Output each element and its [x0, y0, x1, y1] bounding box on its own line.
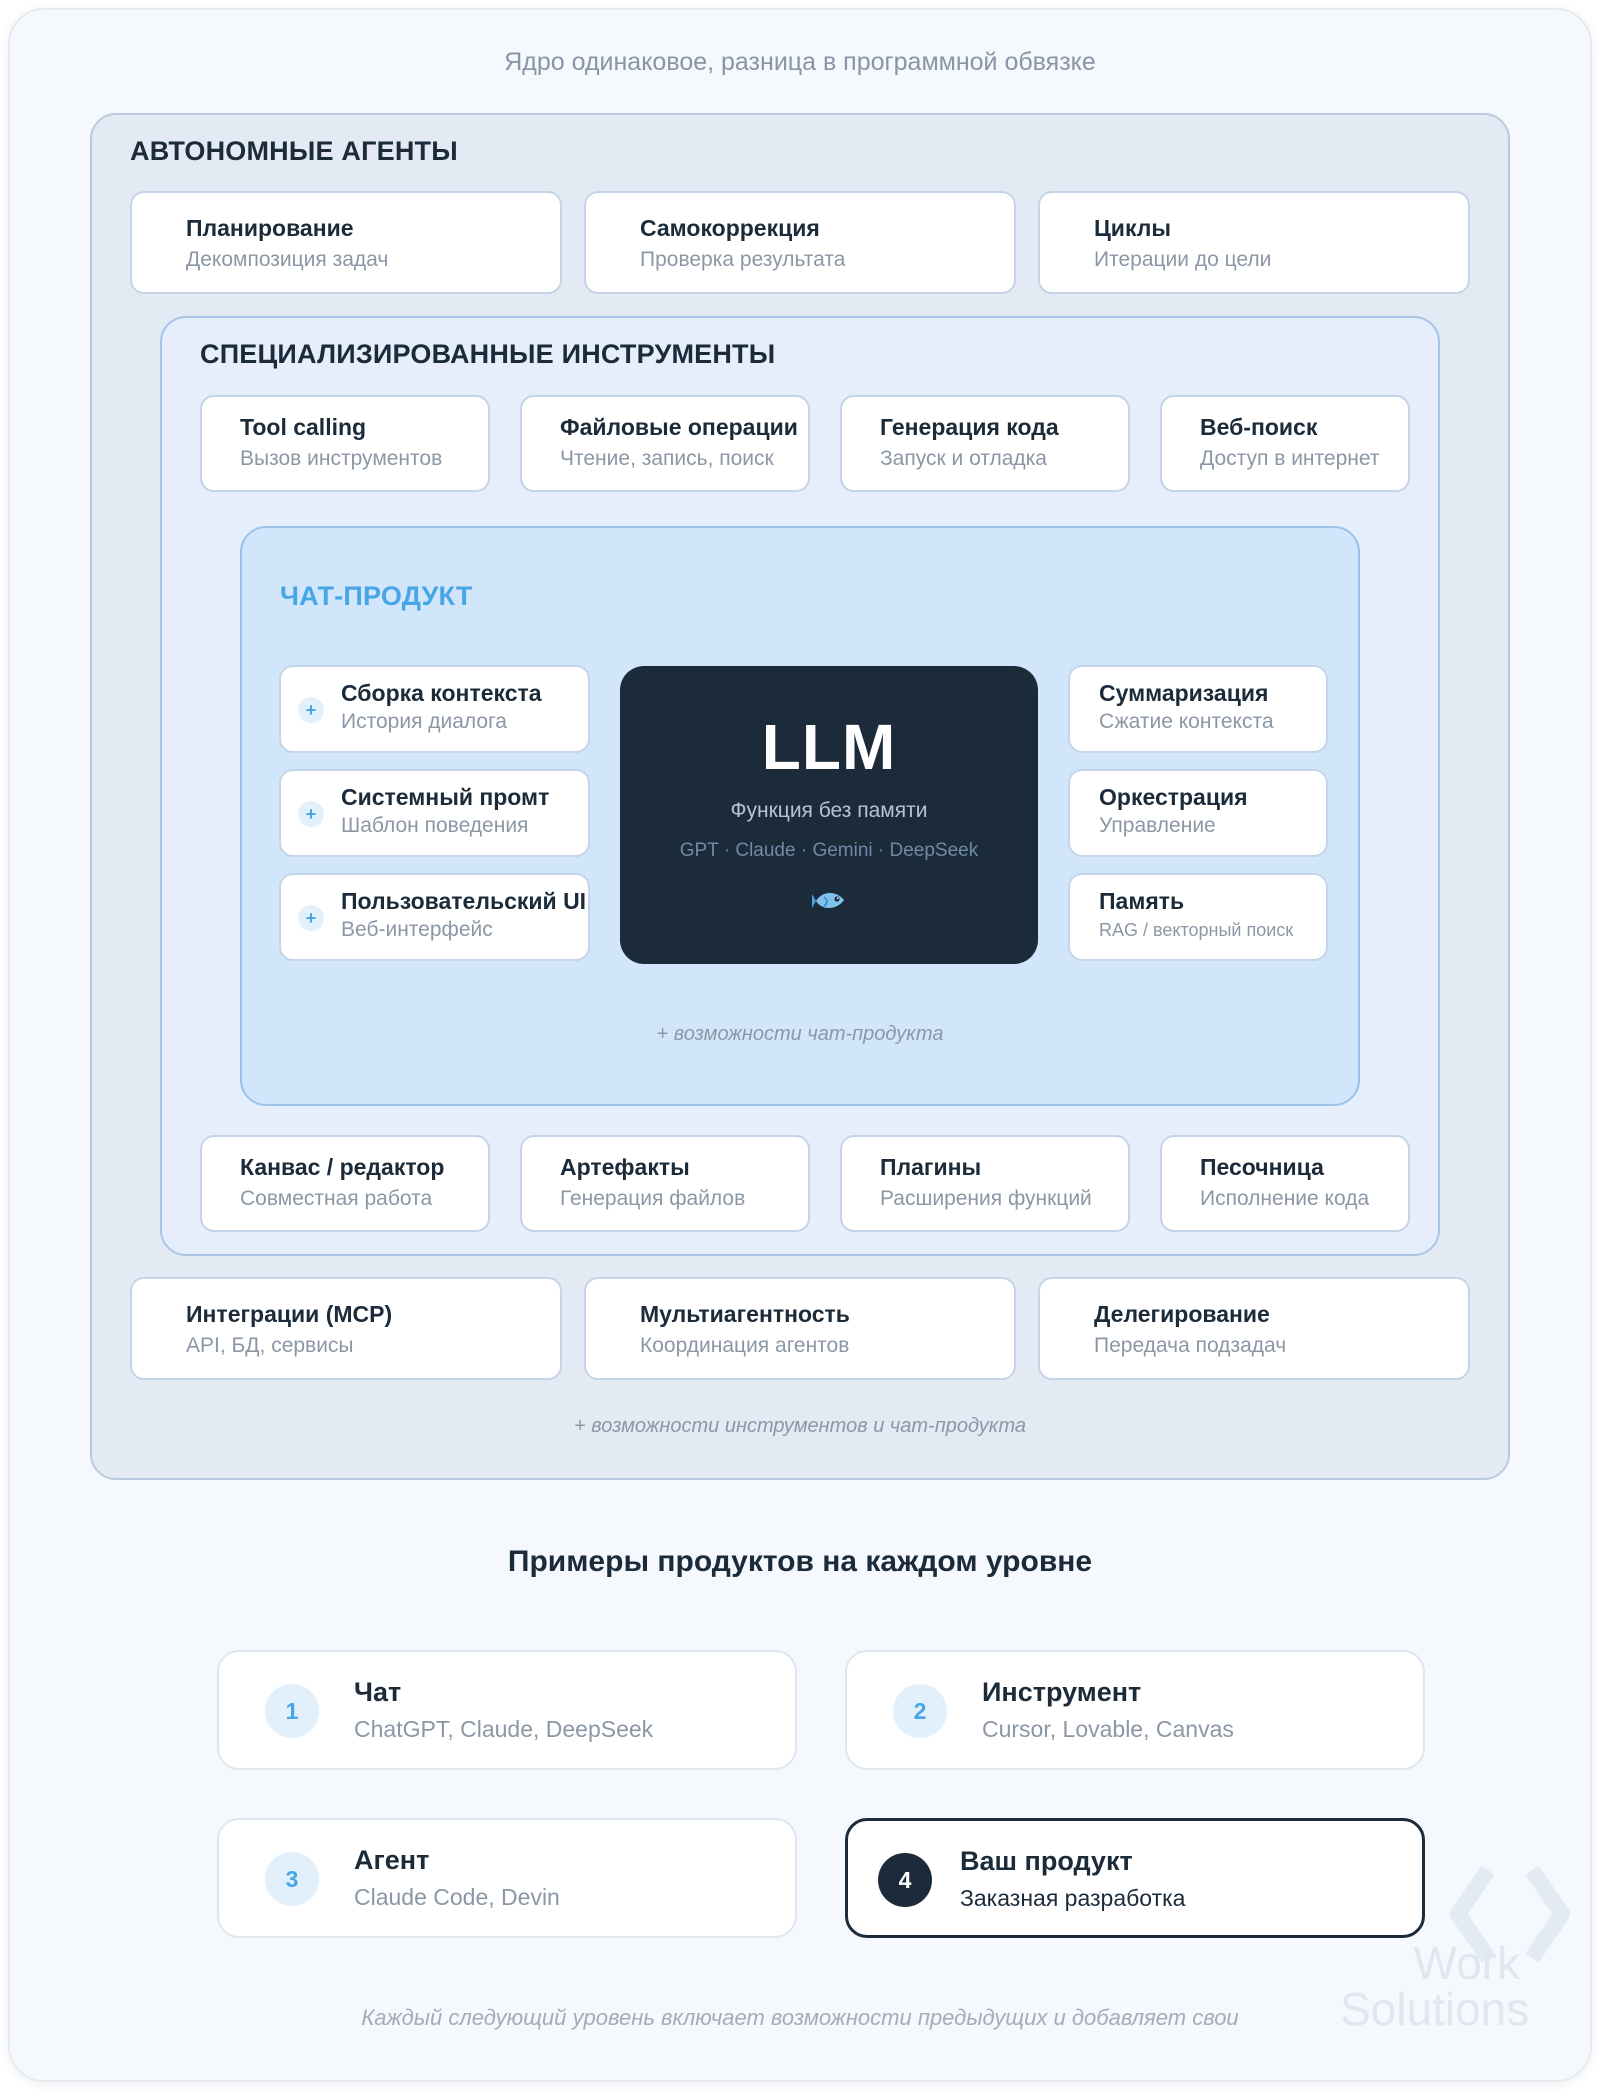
card-memory: Память RAG / векторный поиск — [1068, 873, 1328, 961]
card-tool-calling: Tool calling Вызов инструментов — [200, 395, 490, 492]
fish-icon — [812, 892, 844, 909]
card-integrations: Интеграции (MCP) API, БД, сервисы — [130, 1277, 562, 1380]
plus-icon: + — [298, 905, 324, 931]
chat-product-title: ЧАТ-ПРОДУКТ — [280, 581, 473, 611]
autonomous-agents-title: АВТОНОМНЫЕ АГЕНТЫ — [130, 136, 458, 166]
card-code-generation: Генерация кода Запуск и отладка — [840, 395, 1130, 492]
card-title: Артефакты — [560, 1154, 690, 1180]
specialized-tools-title: СПЕЦИАЛИЗИРОВАННЫЕ ИНСТРУМЕНТЫ — [200, 339, 776, 369]
example-subtitle: Claude Code, Devin — [354, 1884, 560, 1910]
example-subtitle: Cursor, Lovable, Canvas — [982, 1716, 1234, 1742]
example-title: Инструмент — [982, 1677, 1142, 1707]
step-number-badge: 1 — [265, 1684, 319, 1738]
llm-subtitle: Функция без памяти — [730, 799, 928, 822]
card-title: Самокоррекция — [640, 215, 820, 241]
chat-product-note: + возможности чат-продукта — [656, 1023, 944, 1045]
card-title: Сборка контекста — [341, 680, 542, 706]
example-subtitle: Заказная разработка — [960, 1885, 1186, 1911]
card-subtitle: Доступ в интернет — [1200, 447, 1380, 470]
card-title: Генерация кода — [880, 414, 1059, 440]
card-multi-agent: Мультиагентность Координация агентов — [584, 1277, 1016, 1380]
card-subtitle: Шаблон поведения — [341, 814, 529, 837]
card-summarization: Суммаризация Сжатие контекста — [1068, 665, 1328, 753]
card-subtitle: История диалога — [341, 710, 507, 733]
example-card-tool: 2 Инструмент Cursor, Lovable, Canvas — [845, 1650, 1425, 1770]
card-context-assembly: + Сборка контекста История диалога — [279, 665, 590, 753]
card-title: Канвас / редактор — [240, 1154, 445, 1180]
card-system-prompt: + Системный промт Шаблон поведения — [279, 769, 590, 857]
card-subtitle: Передача подзадач — [1094, 1334, 1287, 1357]
card-subtitle: Исполнение кода — [1200, 1187, 1370, 1210]
card-subtitle: Веб-интерфейс — [341, 918, 493, 941]
card-title: Делегирование — [1094, 1301, 1270, 1327]
watermark-line-1: Work — [1413, 1937, 1521, 1989]
step-number-badge: 3 — [265, 1852, 319, 1906]
card-title: Память — [1099, 888, 1185, 914]
watermark-line-2: Solutions — [1340, 1983, 1530, 2035]
card-canvas-editor: Канвас / редактор Совместная работа — [200, 1135, 490, 1232]
card-title: Веб-поиск — [1200, 414, 1318, 440]
card-subtitle: Генерация файлов — [560, 1187, 746, 1210]
card-subtitle: Управление — [1099, 814, 1216, 837]
card-subtitle: RAG / векторный поиск — [1099, 920, 1294, 940]
card-subtitle: Запуск и отладка — [880, 447, 1047, 470]
card-title: Tool calling — [240, 414, 367, 440]
card-title: Песочница — [1200, 1154, 1324, 1180]
llm-models: GPT · Claude · Gemini · DeepSeek — [679, 840, 979, 861]
footer-note: Каждый следующий уровень включает возмож… — [361, 2005, 1239, 2030]
card-title: Пользовательский UI — [341, 888, 587, 914]
card-self-correction: Самокоррекция Проверка результата — [584, 191, 1016, 294]
card-cycles: Циклы Итерации до цели — [1038, 191, 1470, 294]
card-plugins: Плагины Расширения функций — [840, 1135, 1130, 1232]
watermark-text: Work Solutions — [1340, 1937, 1530, 2035]
card-delegation: Делегирование Передача подзадач — [1038, 1277, 1470, 1380]
card-user-ui: + Пользовательский UI Веб-интерфейс — [279, 873, 590, 961]
card-title: Мультиагентность — [640, 1301, 850, 1327]
examples-heading: Примеры продуктов на каждом уровне — [507, 1545, 1093, 1578]
card-orchestration: Оркестрация Управление — [1068, 769, 1328, 857]
card-title: Плагины — [880, 1154, 982, 1180]
agents-note: + возможности инструментов и чат-продукт… — [573, 1415, 1027, 1437]
card-title: Интеграции (MCP) — [186, 1301, 393, 1327]
card-subtitle: Чтение, запись, поиск — [560, 447, 774, 470]
card-subtitle: Вызов инструментов — [240, 447, 443, 470]
example-card-your-product: 4 Ваш продукт Заказная разработка — [845, 1818, 1425, 1938]
llm-title: LLM — [761, 711, 897, 783]
plus-icon: + — [298, 697, 324, 723]
card-web-search: Веб-поиск Доступ в интернет — [1160, 395, 1410, 492]
example-subtitle: ChatGPT, Claude, DeepSeek — [354, 1716, 654, 1742]
card-title: Суммаризация — [1099, 680, 1269, 706]
step-number-badge: 2 — [893, 1684, 947, 1738]
card-title: Файловые операции — [560, 414, 798, 440]
example-card-chat: 1 Чат ChatGPT, Claude, DeepSeek — [217, 1650, 797, 1770]
card-subtitle: Сжатие контекста — [1099, 710, 1274, 733]
card-title: Оркестрация — [1099, 784, 1248, 810]
card-subtitle: Итерации до цели — [1094, 248, 1272, 271]
llm-core: LLM Функция без памяти GPT · Claude · Ge… — [620, 666, 1038, 964]
example-title: Чат — [354, 1677, 402, 1707]
example-card-agent: 3 Агент Claude Code, Devin — [217, 1818, 797, 1938]
card-artifacts: Артефакты Генерация файлов — [520, 1135, 810, 1232]
card-title: Планирование — [186, 215, 354, 241]
card-subtitle: Проверка результата — [640, 248, 846, 271]
step-number-badge: 4 — [878, 1853, 932, 1907]
plus-icon: + — [298, 801, 324, 827]
card-subtitle: Расширения функций — [880, 1187, 1092, 1210]
card-planning: Планирование Декомпозиция задач — [130, 191, 562, 294]
top-caption: Ядро одинаковое, разница в программной о… — [504, 48, 1096, 76]
example-title: Агент — [354, 1845, 430, 1875]
card-file-operations: Файловые операции Чтение, запись, поиск — [520, 395, 810, 492]
card-subtitle: API, БД, сервисы — [186, 1334, 354, 1357]
card-sandbox: Песочница Исполнение кода — [1160, 1135, 1410, 1232]
card-subtitle: Совместная работа — [240, 1187, 433, 1210]
card-title: Циклы — [1094, 215, 1171, 241]
card-subtitle: Координация агентов — [640, 1334, 850, 1357]
example-title: Ваш продукт — [960, 1846, 1133, 1876]
card-subtitle: Декомпозиция задач — [186, 248, 389, 271]
watermark-logo-icon — [1450, 1865, 1570, 1963]
card-title: Системный промт — [341, 784, 550, 810]
